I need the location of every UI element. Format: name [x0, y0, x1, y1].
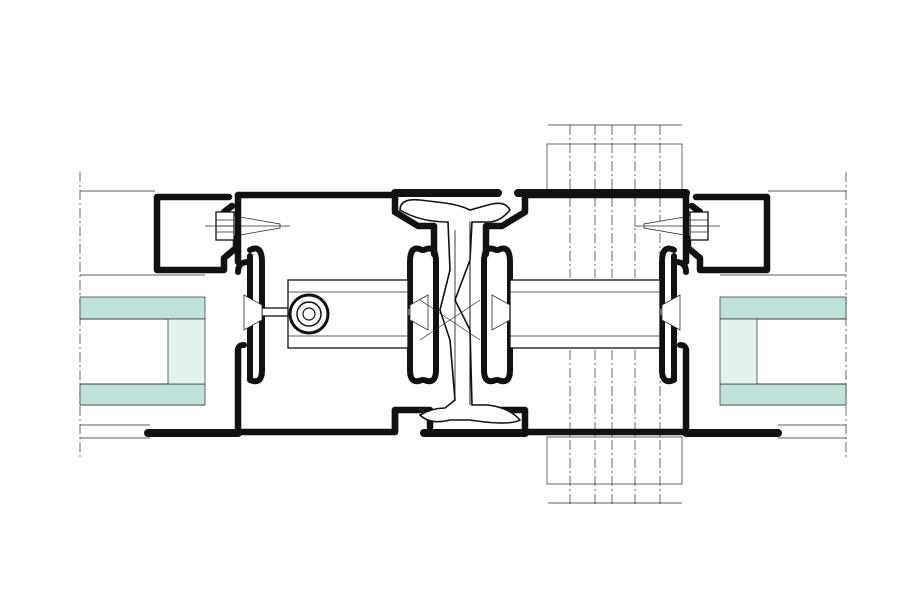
glazing-bead-left [153, 193, 290, 274]
glass-pane-left [79, 296, 206, 406]
glazing-bead-right [634, 193, 771, 274]
frame-profile-right [420, 189, 782, 437]
frame-profile-left [144, 189, 502, 437]
central-seal-gasket [399, 198, 522, 424]
glass-pane-right [719, 296, 847, 406]
